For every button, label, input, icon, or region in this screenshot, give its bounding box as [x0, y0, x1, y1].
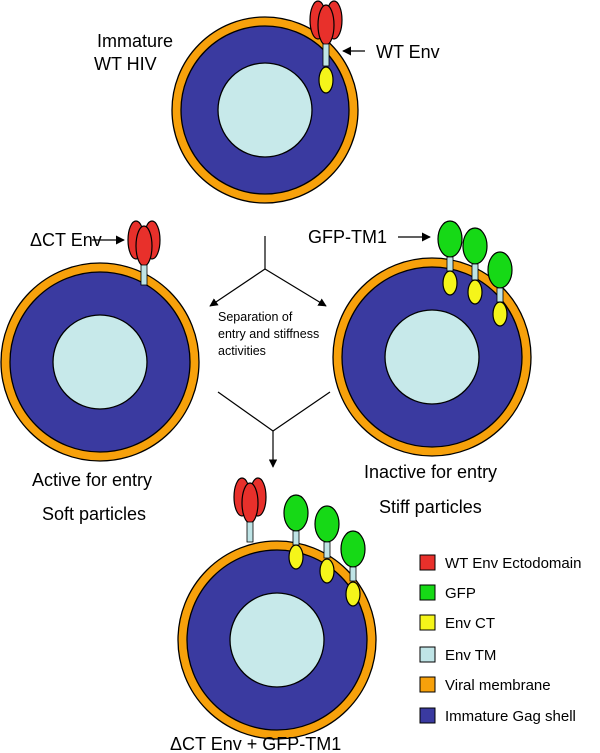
gfp-tm1-label: GFP-TM1 — [308, 227, 387, 247]
combined-gfp-tm1-spike-3 — [340, 530, 366, 607]
legend-swatch — [419, 646, 436, 663]
particle-dct-env — [0, 220, 200, 462]
legend-label: Immature Gag shell — [445, 708, 576, 725]
dct-env-spike — [127, 220, 161, 286]
legend-item-env-tm: Env TM — [419, 646, 496, 664]
wt-env-label: WT Env — [376, 42, 440, 62]
legend: WT Env Ectodomain GFP Env CT Env TM Vira… — [419, 554, 581, 725]
legend-item-gfp: GFP — [419, 584, 476, 602]
separation-line2: entry and stiffness — [218, 327, 319, 341]
core — [229, 592, 325, 688]
immature-label-line2: WT HIV — [94, 54, 157, 74]
inactive-for-entry-label: Inactive for entry — [364, 462, 497, 482]
legend-swatch — [419, 584, 436, 601]
core — [384, 309, 480, 405]
particle-gfp-tm1 — [332, 220, 532, 457]
legend-label: Viral membrane — [445, 677, 551, 694]
separation-line3: activities — [218, 344, 266, 358]
combined-gfp-tm1-spike-1 — [283, 494, 309, 570]
legend-item-ectodomain: WT Env Ectodomain — [419, 554, 581, 572]
combined-gfp-tm1-spike-2 — [314, 505, 340, 584]
particle-combined — [177, 477, 377, 740]
legend-item-membrane: Viral membrane — [419, 676, 551, 694]
branch-merge — [217, 391, 331, 468]
legend-label: WT Env Ectodomain — [445, 555, 581, 572]
combined-dct-env-spike — [233, 477, 267, 543]
soft-particles-label: Soft particles — [42, 504, 146, 524]
legend-swatch — [419, 554, 436, 571]
legend-swatch — [419, 676, 436, 693]
legend-swatch — [419, 614, 436, 631]
gfp-tm1-spike-1 — [437, 220, 463, 296]
legend-item-gag-shell: Immature Gag shell — [419, 707, 576, 725]
gfp-tm1-spike-3 — [487, 251, 513, 327]
active-for-entry-label: Active for entry — [32, 470, 152, 490]
wt-env-spike — [309, 0, 343, 94]
particle-immature-wt — [171, 0, 359, 204]
legend-label: Env CT — [445, 615, 495, 632]
branch-split — [209, 236, 327, 307]
legend-item-env-ct: Env CT — [419, 614, 495, 632]
legend-label: GFP — [445, 585, 476, 602]
legend-label: Env TM — [445, 647, 496, 664]
separation-line1: Separation of — [218, 310, 293, 324]
core — [217, 62, 313, 158]
legend-swatch — [419, 707, 436, 724]
stiff-particles-label: Stiff particles — [379, 497, 482, 517]
dct-env-label: ΔCT Env — [30, 230, 102, 250]
combined-label: ΔCT Env + GFP-TM1 — [170, 734, 341, 753]
immature-label-line1: Immature — [97, 31, 173, 51]
core — [52, 314, 148, 410]
gfp-tm1-spike-2 — [462, 227, 488, 305]
